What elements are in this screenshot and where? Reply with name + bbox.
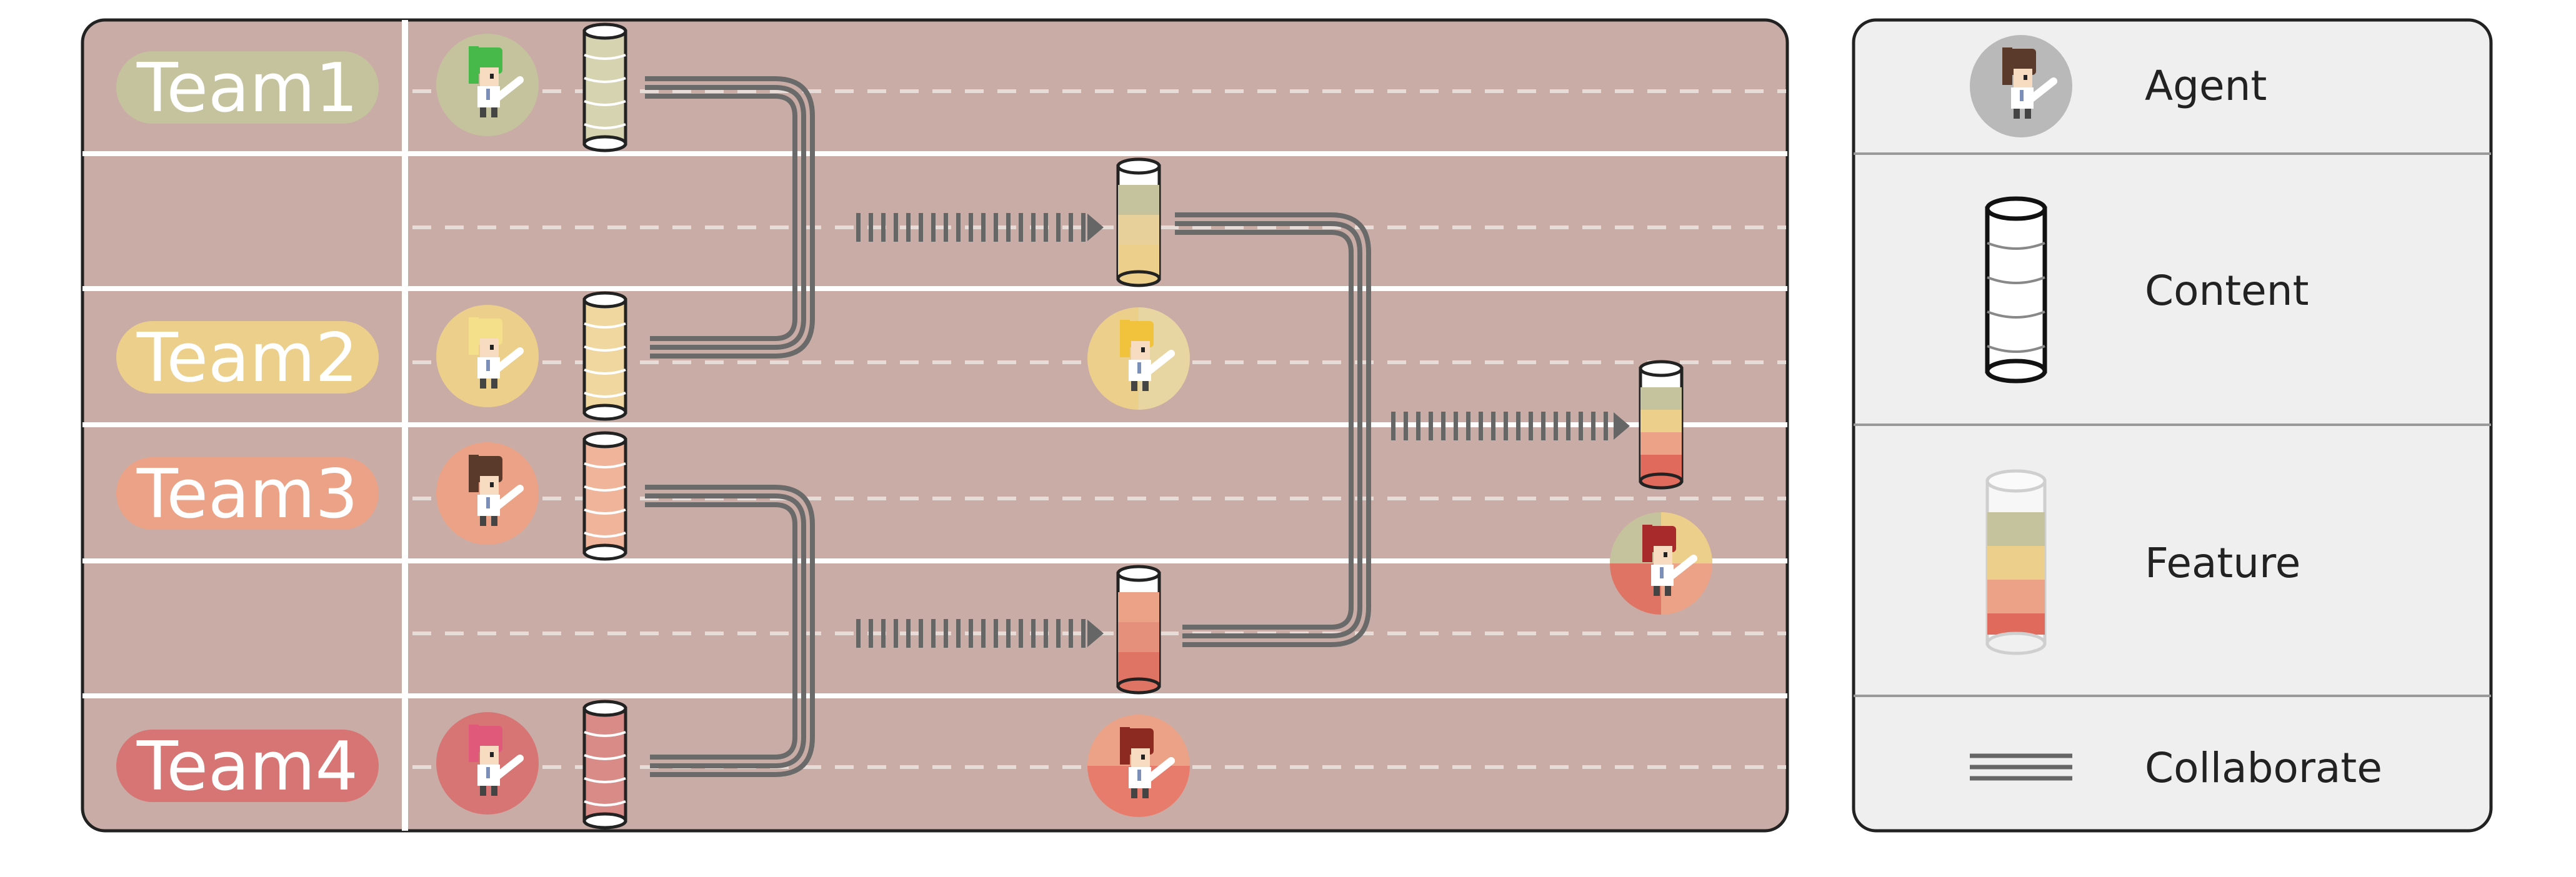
feature-cylinder-icon (1985, 469, 2047, 655)
content-cylinder-icon (582, 291, 627, 421)
legend-agent: Agent (1970, 35, 2267, 137)
legend-feature: Feature (1985, 469, 2300, 655)
legend-feature-label: Feature (2145, 539, 2300, 587)
legend-collaborate-label: Collaborate (2145, 744, 2382, 792)
legend-agent-label: Agent (2145, 62, 2267, 110)
feature-cylinder-icon (1639, 360, 1684, 490)
collaborate-lines-icon (1970, 753, 2072, 781)
arrow-icon (1391, 412, 1630, 440)
agent-icon (436, 305, 539, 407)
arrow-icon (856, 619, 1104, 648)
team-label-2: Team2 (116, 319, 379, 397)
agent-icon (436, 34, 539, 136)
team-label-3: Team3 (116, 455, 379, 533)
agent-icon (1087, 307, 1190, 410)
team-label-text: Team4 (136, 728, 358, 806)
team-label-text: Team3 (136, 455, 358, 533)
feature-cylinder-icon (1116, 157, 1161, 287)
agent-icon (1970, 35, 2072, 137)
team-label-text: Team1 (136, 49, 358, 127)
feature-cylinder-icon (1116, 565, 1161, 695)
team-label-1: Team1 (116, 49, 379, 127)
team-label-text: Team2 (136, 319, 358, 397)
arrow-icon (856, 213, 1104, 242)
agent-icon (436, 712, 539, 815)
legend-content-label: Content (2145, 267, 2309, 315)
team-label-4: Team4 (116, 728, 379, 806)
agent-icon (1087, 715, 1190, 817)
agent-icon (436, 442, 539, 545)
content-cylinder-icon (582, 700, 627, 830)
collaborate-lines (645, 76, 1371, 777)
content-cylinder-icon (582, 431, 627, 561)
agent-icon (1610, 512, 1712, 615)
legend-content: Content (1987, 199, 2309, 381)
content-cylinder-icon (1987, 199, 2045, 381)
legend-collaborate: Collaborate (1970, 744, 2382, 792)
content-cylinder-icon (582, 22, 627, 152)
legend-panel (1852, 18, 2493, 833)
